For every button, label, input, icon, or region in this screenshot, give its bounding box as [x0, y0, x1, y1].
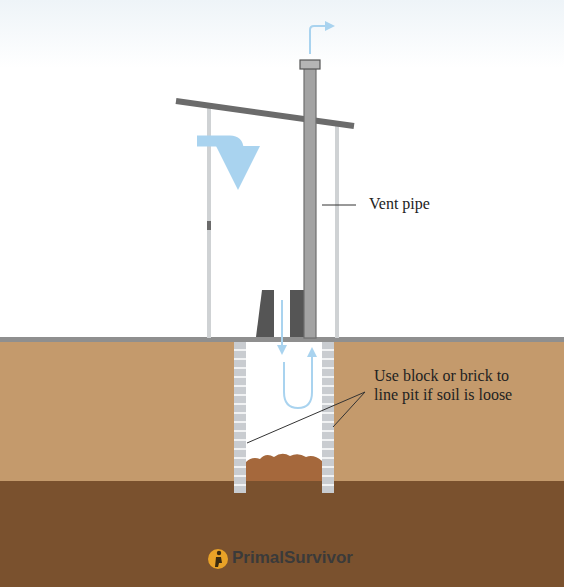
airflow-arrow	[197, 141, 238, 168]
door-latch	[207, 221, 211, 230]
brick-lining	[234, 342, 246, 493]
airflow-arrow	[281, 300, 283, 350]
watermark: PrimalSurvivor	[232, 548, 353, 567]
vent-pipe	[304, 68, 316, 338]
airflow-arrow	[284, 352, 312, 408]
leader-line	[247, 392, 365, 443]
wall-post	[335, 126, 339, 338]
note-label: Use block or brick to line pit if soil i…	[374, 366, 524, 404]
leader-line	[333, 392, 365, 427]
waste-pile	[246, 454, 322, 481]
pit	[246, 342, 322, 481]
part-label: Vent pipe	[369, 194, 489, 213]
subsoil	[0, 481, 564, 587]
brick-lining	[322, 342, 334, 493]
seat	[256, 290, 274, 337]
vent-cap	[300, 60, 320, 69]
leader-line	[322, 205, 356, 206]
logo-icon	[208, 549, 228, 569]
roof	[176, 101, 354, 126]
logo-icon	[215, 557, 222, 567]
seat	[290, 290, 304, 337]
airflow-arrow	[310, 26, 330, 54]
sky-band	[0, 0, 564, 68]
logo-icon	[217, 551, 221, 555]
topsoil	[0, 340, 564, 482]
